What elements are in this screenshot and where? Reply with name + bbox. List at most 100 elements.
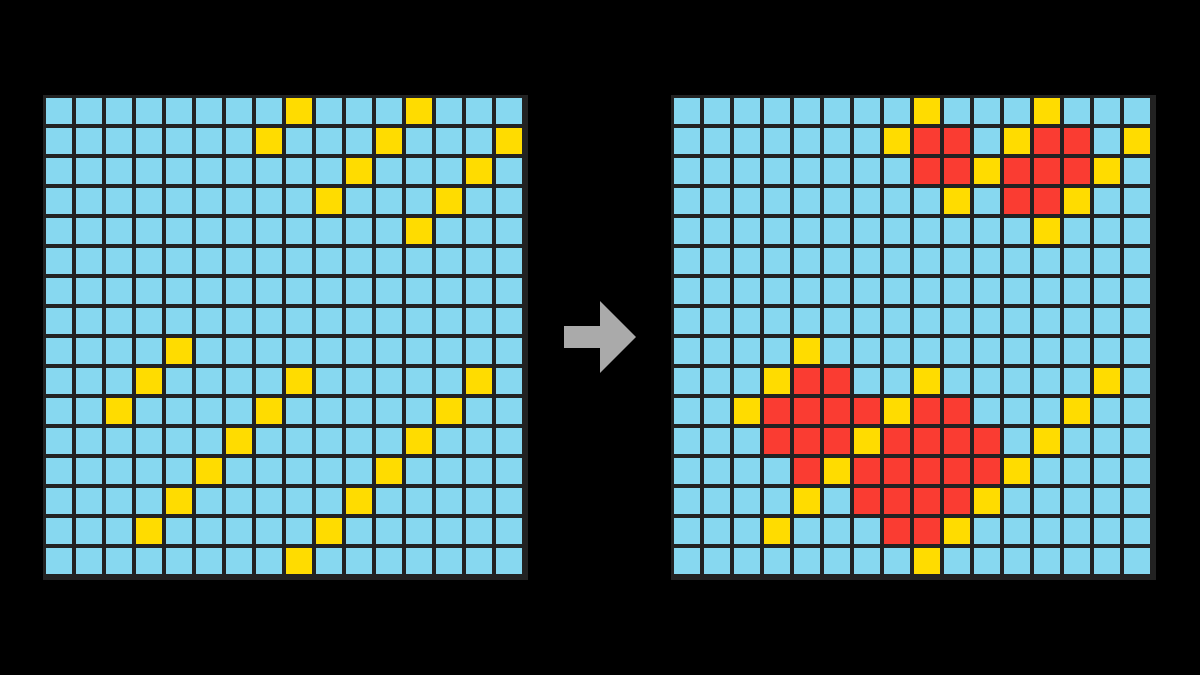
grid-cell: [346, 248, 372, 274]
grid-cell: [944, 338, 970, 364]
grid-cell: [974, 368, 1000, 394]
grid-cell: [166, 458, 192, 484]
grid-cell: [794, 398, 820, 424]
grid-cell: [1004, 338, 1030, 364]
grid-cell: [944, 98, 970, 124]
grid-cell: [884, 428, 910, 454]
grid-cell: [974, 188, 1000, 214]
grid-cell: [824, 188, 850, 214]
grid-cell: [824, 98, 850, 124]
grid-cell: [884, 488, 910, 514]
grid-cell: [914, 308, 940, 334]
grid-cell: [764, 248, 790, 274]
grid-cell: [46, 338, 72, 364]
grid-cell: [764, 308, 790, 334]
grid-cell: [106, 188, 132, 214]
grid-cell: [136, 398, 162, 424]
grid-cell: [376, 548, 402, 574]
grid-cell: [794, 308, 820, 334]
grid-cell: [1034, 248, 1060, 274]
grid-cell: [106, 98, 132, 124]
grid-cell: [106, 458, 132, 484]
grid-cell: [1094, 368, 1120, 394]
grid-cell: [316, 128, 342, 154]
grid-cell: [1064, 518, 1090, 544]
grid-cell: [884, 398, 910, 424]
grid-cell: [76, 368, 102, 394]
grid-cell: [674, 248, 700, 274]
grid-cell: [704, 188, 730, 214]
grid-cell: [196, 248, 222, 274]
grid-cell: [674, 398, 700, 424]
grid-cell: [794, 428, 820, 454]
grid-cell: [914, 248, 940, 274]
grid-cell: [734, 158, 760, 184]
grid-cell: [286, 278, 312, 304]
grid-cell: [974, 278, 1000, 304]
grid-cell: [824, 308, 850, 334]
grid-cell: [436, 98, 462, 124]
grid-cell: [346, 158, 372, 184]
grid-cell: [496, 248, 522, 274]
grid-cell: [764, 398, 790, 424]
grid-cell: [406, 518, 432, 544]
grid-cell: [46, 278, 72, 304]
grid-cell: [166, 278, 192, 304]
grid-cell: [1094, 488, 1120, 514]
grid-cell: [496, 488, 522, 514]
grid-cell: [1064, 548, 1090, 574]
grid-cell: [496, 428, 522, 454]
grid-cell: [466, 338, 492, 364]
grid-cell: [1094, 338, 1120, 364]
grid-cell: [1124, 218, 1150, 244]
grid-cell: [734, 548, 760, 574]
grid-cell: [496, 338, 522, 364]
grid-cell: [316, 518, 342, 544]
grid-cell: [316, 428, 342, 454]
grid-cell: [1124, 368, 1150, 394]
grid-cell: [256, 98, 282, 124]
grid-cell: [346, 488, 372, 514]
grid-cell: [1034, 398, 1060, 424]
grid-cell: [854, 188, 880, 214]
grid-cell: [346, 338, 372, 364]
grid-cell: [46, 188, 72, 214]
grid-cell: [166, 488, 192, 514]
grid-cell: [1034, 158, 1060, 184]
grid-cell: [316, 188, 342, 214]
grid-cell: [226, 398, 252, 424]
grid-cell: [436, 548, 462, 574]
grid-cell: [674, 278, 700, 304]
grid-cell: [46, 248, 72, 274]
grid-cell: [136, 368, 162, 394]
grid-cell: [496, 158, 522, 184]
grid-cell: [704, 98, 730, 124]
grid-cell: [1004, 278, 1030, 304]
grid-cell: [346, 458, 372, 484]
grid-cell: [196, 98, 222, 124]
grid-cell: [196, 458, 222, 484]
grid-cell: [884, 188, 910, 214]
grid-cell: [704, 218, 730, 244]
grid-cell: [106, 428, 132, 454]
grid-cell: [1004, 428, 1030, 454]
grid-cell: [406, 308, 432, 334]
grid-cell: [674, 458, 700, 484]
grid-cell: [734, 398, 760, 424]
grid-cell: [1094, 218, 1120, 244]
grid-cell: [1094, 128, 1120, 154]
grid-cell: [704, 158, 730, 184]
grid-cell: [764, 338, 790, 364]
grid-cell: [1124, 128, 1150, 154]
grid-cell: [1064, 158, 1090, 184]
grid-cell: [824, 548, 850, 574]
grid-cell: [974, 128, 1000, 154]
grid-cell: [316, 488, 342, 514]
grid-cell: [196, 128, 222, 154]
grid-cell: [914, 428, 940, 454]
grid-cell: [674, 98, 700, 124]
grid-cell: [1064, 308, 1090, 334]
grid-cell: [1034, 278, 1060, 304]
grid-cell: [914, 458, 940, 484]
grid-cell: [764, 218, 790, 244]
